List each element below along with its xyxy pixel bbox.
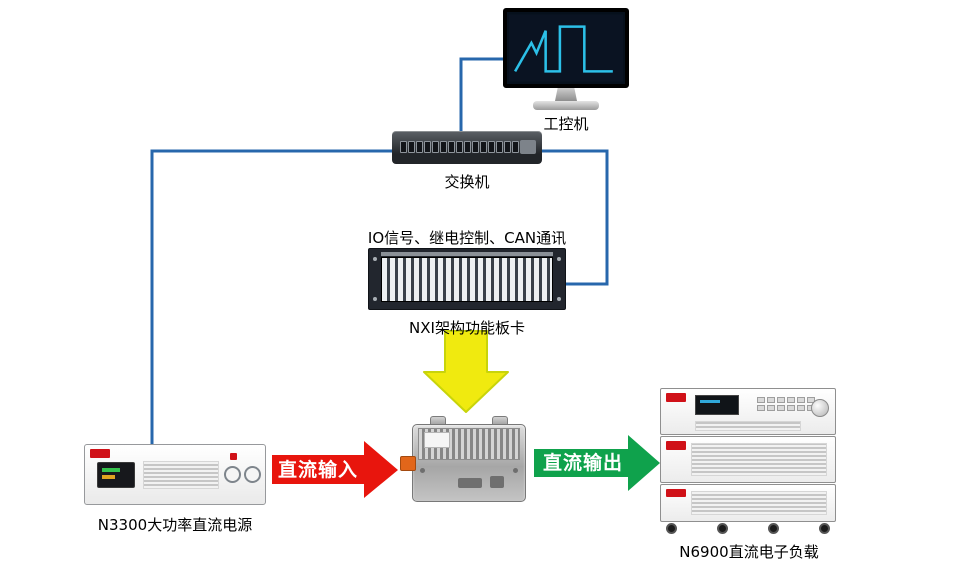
display-readout	[700, 400, 720, 403]
key-button	[757, 397, 765, 403]
label-nxi-chassis: NXI架构功能板卡	[409, 319, 525, 337]
monitor-stand	[555, 88, 577, 101]
control-flow-arrow	[423, 330, 509, 413]
ethernet-port-icon	[496, 141, 503, 153]
dut-label-sticker	[424, 432, 450, 448]
power-button	[230, 453, 237, 460]
output-socket	[244, 466, 261, 483]
key-button	[767, 397, 775, 403]
ethernet-port-icon	[448, 141, 455, 153]
dut-port	[458, 478, 482, 488]
caster-wheel-icon	[717, 523, 728, 534]
vent-grille	[143, 461, 219, 489]
connection-line-switch-psu	[150, 149, 396, 448]
dc-input-arrow	[272, 441, 398, 498]
key-button	[767, 405, 775, 411]
screw-icon	[557, 297, 561, 301]
label-load: N6900直流电子负载	[679, 543, 819, 561]
label-psu: N3300大功率直流电源	[97, 516, 253, 534]
ethernet-port-icon	[480, 141, 487, 153]
vent-grille	[691, 491, 827, 515]
ethernet-port-icon	[456, 141, 463, 153]
brand-logo	[666, 489, 686, 497]
key-button	[787, 405, 795, 411]
industrial-pc-monitor	[503, 8, 629, 110]
key-button	[777, 405, 785, 411]
rack-rail	[381, 252, 553, 256]
ethernet-port-icon	[408, 141, 415, 153]
ethernet-port-icon	[472, 141, 479, 153]
brand-logo	[90, 449, 110, 458]
monitor-base	[533, 101, 599, 110]
connection-line-pc-switch	[459, 57, 505, 135]
screw-icon	[373, 297, 377, 301]
label-io-caption: IO信号、继电控制、CAN通讯	[367, 229, 567, 247]
key-button	[797, 397, 805, 403]
waveform-icon	[509, 14, 623, 82]
ethernet-port-icon	[400, 141, 407, 153]
ethernet-port-icon	[512, 141, 519, 153]
screw-icon	[557, 257, 561, 261]
front-panel-keys	[757, 397, 815, 411]
dc-power-supply	[84, 444, 266, 505]
caster-wheels	[666, 523, 830, 536]
waveform-trace	[514, 25, 613, 73]
hv-connector	[400, 456, 416, 471]
caster-wheel-icon	[768, 523, 779, 534]
screw-icon	[373, 257, 377, 261]
control-knob	[811, 399, 829, 417]
load-display	[695, 395, 739, 415]
label-dc-output: 直流输出	[542, 452, 623, 474]
ethernet-port-icon	[440, 141, 447, 153]
ethernet-port-icon	[432, 141, 439, 153]
load-unit-bottom	[660, 484, 836, 522]
dut-port	[490, 476, 504, 488]
label-switch: 交换机	[444, 173, 490, 191]
caster-wheel-icon	[666, 523, 677, 534]
bolt-icon	[513, 468, 518, 473]
dc-output-arrow	[534, 435, 660, 491]
key-button	[777, 397, 785, 403]
bolt-icon	[420, 468, 425, 473]
down-arrow-icon	[423, 330, 509, 413]
switch-badge	[520, 140, 536, 154]
load-unit-top	[660, 388, 836, 435]
psu-display	[97, 462, 135, 488]
label-industrial-pc: 工控机	[543, 115, 589, 133]
ethernet-port-icon	[416, 141, 423, 153]
display-readout	[102, 475, 115, 479]
rack-card-slots	[381, 257, 553, 302]
ethernet-port-icon	[424, 141, 431, 153]
caster-wheel-icon	[819, 523, 830, 534]
ethernet-port-icon	[504, 141, 511, 153]
brand-logo	[666, 441, 686, 450]
switch-ports	[400, 141, 527, 153]
ethernet-port-icon	[488, 141, 495, 153]
load-unit-middle	[660, 436, 836, 483]
key-button	[787, 397, 795, 403]
display-readout	[102, 468, 120, 472]
dut-converter	[400, 416, 526, 502]
electronic-load	[660, 388, 836, 536]
brand-logo	[666, 393, 686, 402]
key-button	[757, 405, 765, 411]
monitor-screen	[503, 8, 629, 88]
label-dc-input: 直流输入	[277, 459, 358, 481]
right-arrow-icon	[534, 435, 660, 491]
network-switch	[392, 131, 542, 164]
vent-grille	[695, 421, 801, 431]
key-button	[797, 405, 805, 411]
vent-grille	[691, 443, 827, 476]
ethernet-port-icon	[464, 141, 471, 153]
output-socket	[224, 466, 241, 483]
connection-line-switch-nxi	[540, 149, 609, 286]
right-arrow-icon	[272, 441, 398, 498]
nxi-chassis	[368, 248, 566, 310]
